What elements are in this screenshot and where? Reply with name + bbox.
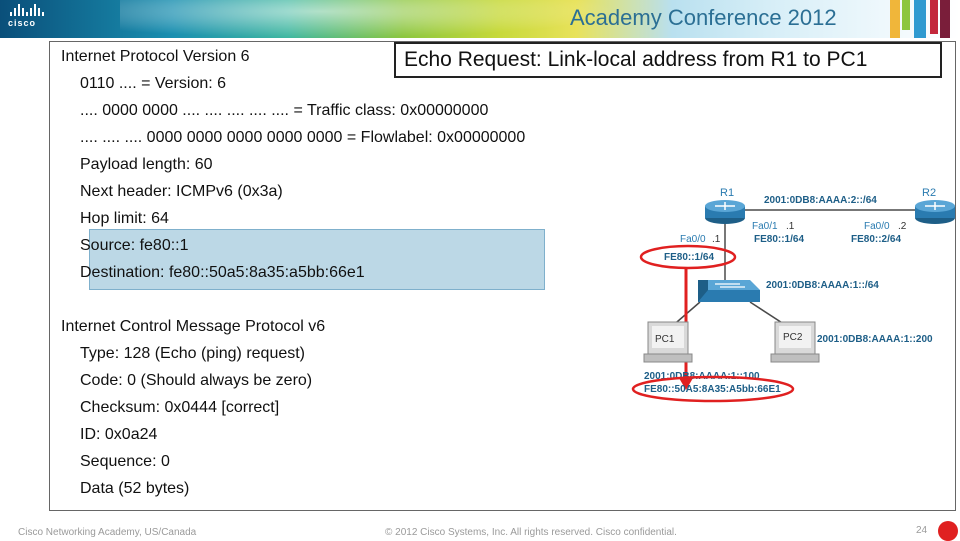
lan-network-label: 2001:0DB8:AAAA:1::/64	[766, 280, 879, 291]
icmpv6-type-field: Type: 128 (Echo (ping) request)	[80, 345, 306, 362]
icmpv6-code-field: Code: 0 (Should always be zero)	[80, 372, 313, 389]
ipv6-hop-limit-field: Hop limit: 64	[80, 210, 169, 227]
ipv6-version-field: 0110 .... = Version: 6	[80, 75, 227, 92]
icmpv6-sequence-field: Sequence: 0	[80, 453, 170, 470]
pc1-icon	[643, 321, 693, 363]
cisco-logo: cisco	[8, 4, 48, 32]
r2-fa00-host: .2	[898, 221, 907, 232]
r1-fa01-label: Fa0/1	[752, 221, 778, 232]
footer-copyright: © 2012 Cisco Systems, Inc. All rights re…	[385, 527, 677, 538]
conference-title: Academy Conference 2012	[570, 5, 837, 30]
r1-fa00-link-local: FE80::1/64	[664, 252, 714, 263]
router-r2-icon	[915, 200, 955, 224]
r1-label: R1	[720, 187, 734, 199]
echo-request-arrowhead-icon	[679, 378, 693, 390]
icmpv6-heading: Internet Control Message Protocol v6	[61, 318, 326, 335]
ipv6-flowlabel-field: .... .... .... 0000 0000 0000 0000 0000 …	[80, 129, 526, 146]
pc2-label: PC2	[783, 332, 803, 343]
cisco-logo-text: cisco	[8, 18, 37, 28]
network-topology-diagram: R1 R2 2001:0DB8:AAAA:2::/64 Fa0/1 .1 FE8…	[631, 187, 955, 403]
ipv6-destination-field: Destination: fe80::50a5:8a35:a5bb:66e1	[80, 264, 365, 281]
r2-label: R2	[922, 187, 936, 199]
r2-fa00-link-local: FE80::2/64	[851, 234, 901, 245]
pc1-label: PC1	[655, 334, 675, 345]
ipv6-heading: Internet Protocol Version 6	[61, 48, 250, 65]
r2-fa00-label: Fa0/0	[864, 221, 890, 232]
ipv6-traffic-class-field: .... 0000 0000 .... .... .... .... .... …	[80, 102, 489, 119]
r1-fa01-host: .1	[786, 221, 795, 232]
pc1-link-local-address: FE80::50A5:8A35:A5bb:66E1	[644, 384, 781, 395]
pc1-link-local-highlight-circle	[631, 375, 795, 403]
pc2-icon	[770, 321, 820, 363]
ipv6-next-header-field: Next header: ICMPv6 (0x3a)	[80, 183, 283, 200]
ipv6-payload-length-field: Payload length: 60	[80, 156, 213, 173]
cisco-logo-bars-icon	[10, 4, 48, 16]
r1-r2-network-label: 2001:0DB8:AAAA:2::/64	[764, 195, 877, 206]
decorative-color-bars	[888, 0, 960, 38]
slide-title: Echo Request: Link-local address from R1…	[394, 42, 942, 78]
icmpv6-data-field: Data (52 bytes)	[80, 480, 190, 497]
content-frame	[49, 41, 956, 511]
pc2-global-address: 2001:0DB8:AAAA:1::200	[817, 334, 933, 345]
r1-fa00-host: .1	[712, 234, 721, 245]
switch-icon	[698, 280, 760, 302]
page-number: 24	[916, 525, 928, 536]
banner-glow	[120, 0, 620, 38]
r1-fa00-label: Fa0/0	[680, 234, 706, 245]
footer-academy: Cisco Networking Academy, US/Canada	[18, 527, 197, 538]
icmpv6-checksum-field: Checksum: 0x0444 [correct]	[80, 399, 280, 416]
address-highlight	[89, 229, 545, 290]
r1-link-local-highlight-circle	[639, 244, 737, 270]
header-banner: cisco Academy Conference 2012	[0, 0, 960, 38]
red-dot-icon	[938, 521, 958, 541]
router-r1-icon	[705, 200, 745, 224]
icmpv6-id-field: ID: 0x0a24	[80, 426, 158, 443]
ipv6-source-field: Source: fe80::1	[80, 237, 189, 254]
r1-fa01-link-local: FE80::1/64	[754, 234, 804, 245]
